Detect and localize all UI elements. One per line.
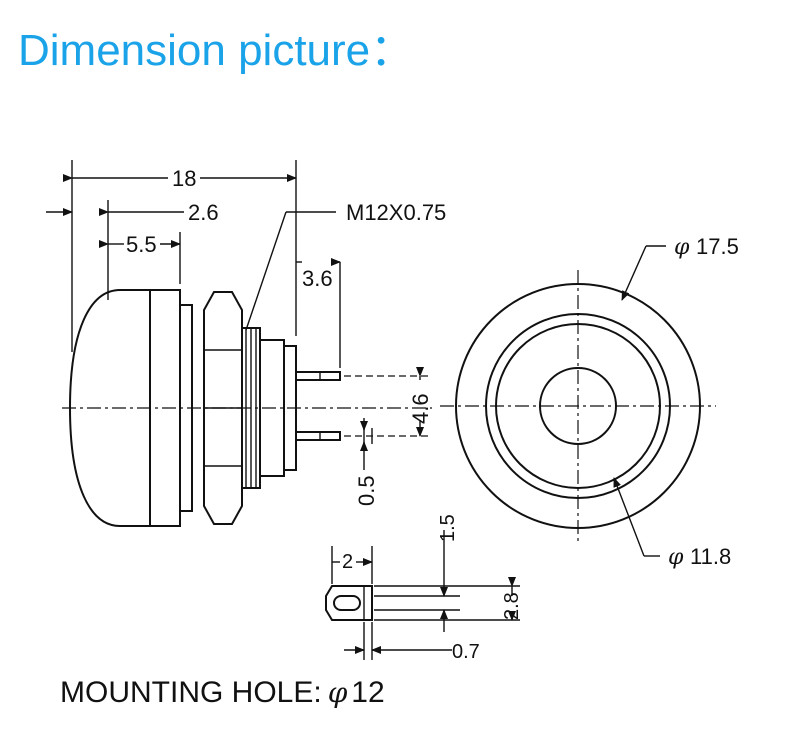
dim-cap-height: 5.5 <box>126 232 157 257</box>
dim-thickness: 0.7 <box>452 641 480 663</box>
dim-terminal-spacing: 4.6 <box>408 393 433 424</box>
terminal-lower <box>295 431 341 441</box>
mounting-hole-diameter: 12 <box>351 676 385 709</box>
dim-overall-length: 18 <box>172 166 196 191</box>
page-title: Dimension picture： <box>18 26 415 75</box>
dim-thread: M12X0.75 <box>346 200 446 225</box>
dim-width: 2 <box>342 551 353 573</box>
dim-outer-diameter: 17.5 <box>696 234 739 259</box>
terminal-upper <box>295 371 341 381</box>
dim-inner-diameter: 11.8 <box>690 544 731 569</box>
dim-cap-to-flange: 2.6 <box>188 200 219 225</box>
side-view: 18 2.6 5.5 M12X0.75 3.6 4.6 0.5 <box>46 160 446 527</box>
phi-symbol-icon: φ <box>327 676 348 709</box>
terminal-detail: 2 1.5 2.8 0.7 <box>325 514 523 663</box>
hex-nut <box>203 291 243 525</box>
dim-terminal-thickness: 0.5 <box>354 475 379 506</box>
dim-slot: 1.5 <box>437 514 459 542</box>
phi-symbol-icon: φ <box>674 235 690 260</box>
mounting-hole-label: MOUNTING HOLE: <box>60 676 322 709</box>
terminal-tab <box>325 585 373 621</box>
front-view: φ 17.5 φ 11.8 <box>440 234 739 570</box>
dim-height: 2.8 <box>501 592 523 620</box>
phi-symbol-icon: φ <box>668 545 684 570</box>
button-cap <box>68 289 150 527</box>
dim-terminal-length: 3.6 <box>302 266 333 291</box>
